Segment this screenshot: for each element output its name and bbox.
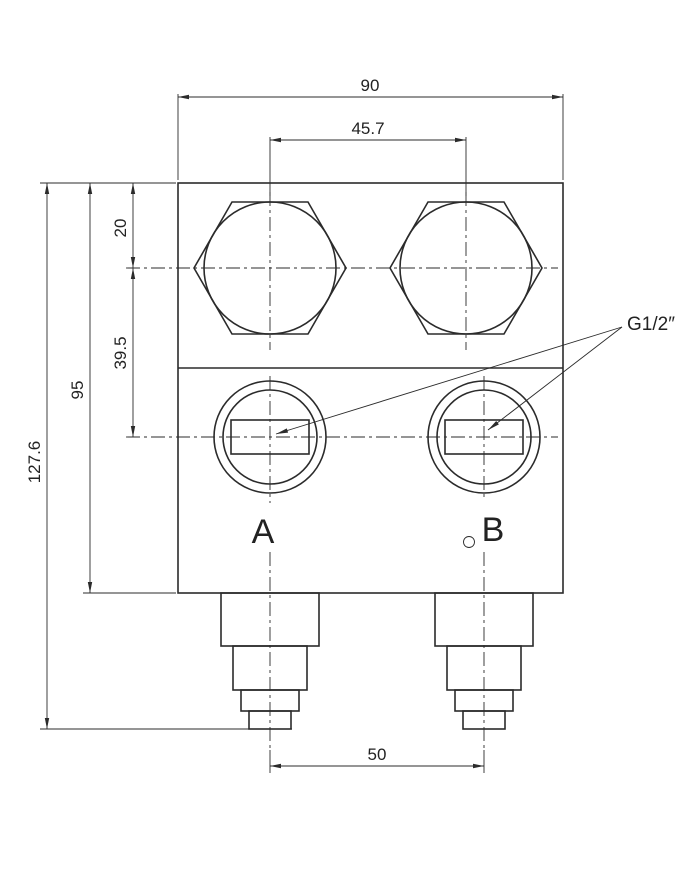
dim90-arrow-left — [178, 94, 189, 100]
dim95-text: 95 — [68, 381, 87, 400]
pin-hole-marker — [463, 536, 475, 548]
dim90-arrow-right — [552, 94, 563, 100]
dim395-text: 39.5 — [111, 336, 130, 369]
dim457-arrow-right — [455, 137, 466, 143]
dim20-text: 20 — [111, 219, 130, 238]
thread-callout-text: G1/2″ — [627, 314, 675, 335]
valve-body — [177, 182, 564, 594]
dim1276-text: 127.6 — [25, 441, 44, 484]
dim-overall-height: 127.6 — [25, 183, 50, 729]
hex-right-outline — [389, 201, 543, 335]
dim457-text: 45.7 — [351, 119, 384, 138]
leader-line-port-b — [487, 326, 623, 431]
leader-arrow-port-b — [488, 421, 499, 430]
dim95-arrow-top — [87, 183, 93, 194]
dim-overall-width: 90 — [177, 76, 564, 180]
dim50-arrow-left — [270, 763, 281, 769]
dim20-arrow-top — [130, 183, 136, 194]
dim90-text: 90 — [361, 76, 380, 95]
body-outline — [177, 182, 564, 594]
leader-line-port-a — [275, 326, 623, 435]
dim20-arrow-bottom — [130, 257, 136, 268]
dim-hex-to-port: 39.5 — [111, 268, 136, 437]
dim457-arrow-left — [270, 137, 281, 143]
leader-arrow-port-a — [276, 428, 289, 434]
port-a-label: A — [252, 513, 275, 551]
dim-cartridge-spacing: 50 — [269, 745, 485, 773]
port-labels: A B — [252, 511, 505, 551]
dim395-arrow-bottom — [130, 426, 136, 437]
thread-callout: G1/2″ — [275, 314, 675, 435]
dim395-arrow-top — [130, 268, 136, 279]
dim-hex-spacing: 45.7 — [269, 119, 467, 196]
dim-body-height: 95 — [68, 183, 93, 593]
left-extension-lines — [40, 182, 292, 730]
dim50-arrow-right — [473, 763, 484, 769]
dim95-arrow-bottom — [87, 582, 93, 593]
dim1276-arrow-bottom — [44, 718, 50, 729]
centerlines — [126, 192, 558, 748]
dim50-text: 50 — [368, 745, 387, 764]
dim1276-arrow-top — [44, 183, 50, 194]
port-b-label: B — [482, 511, 505, 549]
dim-top-to-hex: 20 — [111, 183, 136, 268]
